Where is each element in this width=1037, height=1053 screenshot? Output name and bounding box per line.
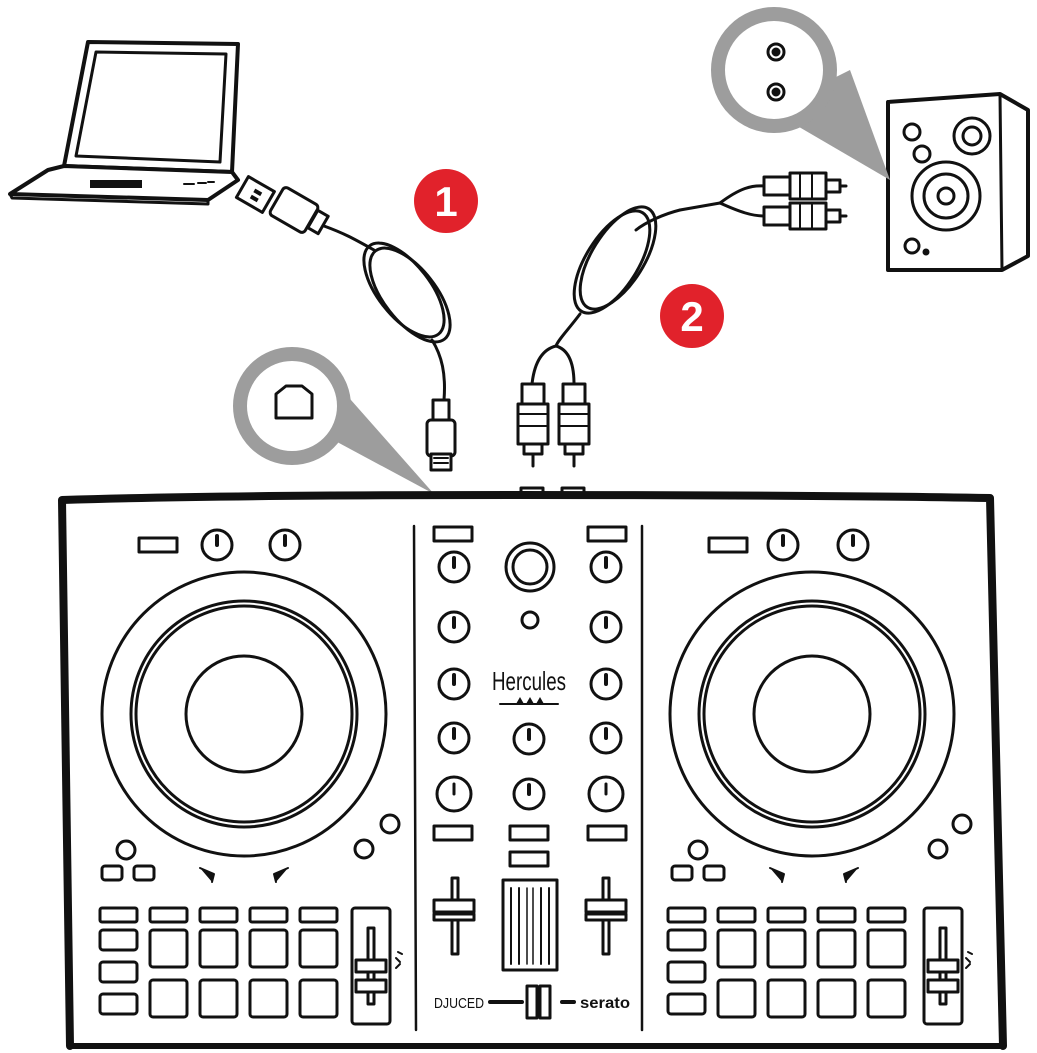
speaker-port-callout <box>718 14 890 180</box>
dj-controller <box>62 488 1003 1046</box>
speaker-icon <box>888 94 1028 270</box>
serato-logo: serato <box>580 995 630 1012</box>
usb-port-callout <box>240 354 434 494</box>
step-number-1: 1 <box>434 178 457 225</box>
brand-logo: Hercules <box>492 666 566 696</box>
laptop-icon <box>10 42 238 204</box>
djuced-logo: DJUCED <box>434 995 484 1012</box>
step-number-2: 2 <box>680 293 703 340</box>
